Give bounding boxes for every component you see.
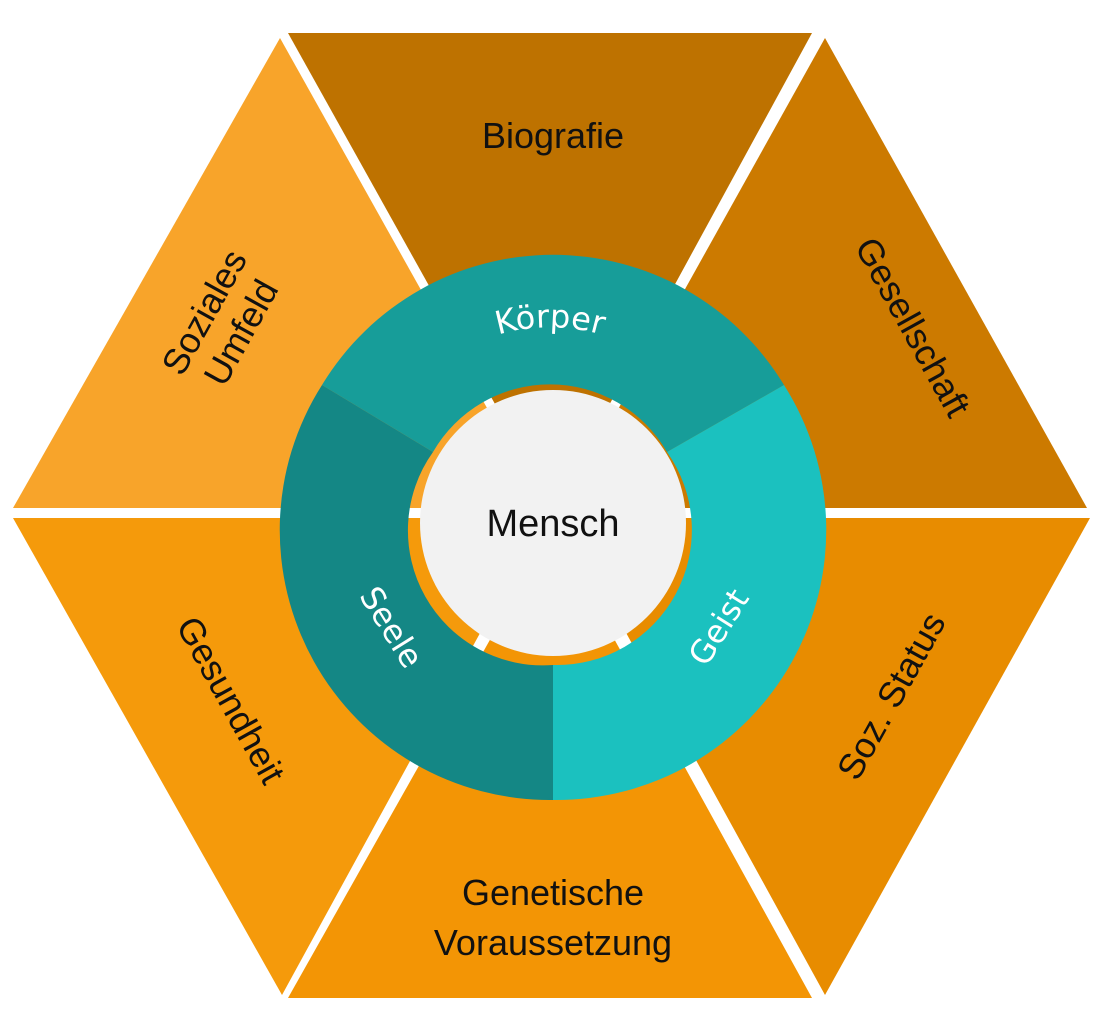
center-label: Mensch (486, 503, 619, 545)
center-circle (420, 390, 686, 656)
label-biografie: Biografie (482, 115, 624, 156)
ring (279, 254, 827, 801)
label-genetische-line1: Genetische (462, 872, 644, 913)
ring-segment-koerper (322, 254, 784, 452)
ring-segment-geist (553, 385, 827, 801)
label-genetische-line2: Voraussetzung (434, 922, 672, 963)
ring-segment-seele (279, 385, 553, 801)
